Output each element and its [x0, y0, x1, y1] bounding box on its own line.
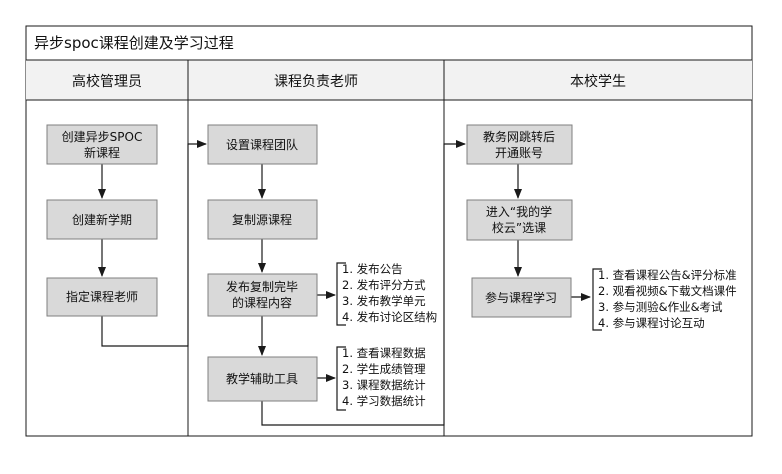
box-publish-content: 发布复制完毕 的课程内容 — [207, 273, 318, 317]
box-enter-cloud-line1: 进入“我的学 — [486, 204, 552, 219]
box-setup-team: 设置课程团队 — [207, 124, 318, 165]
box-copy-source: 复制源课程 — [207, 199, 318, 240]
bracket-student — [592, 268, 602, 331]
note-publish-4: 4. 发布讨论区结构 — [342, 310, 437, 324]
lane-header-bg — [26, 60, 752, 100]
box-assign-teacher-label: 指定课程老师 — [66, 289, 138, 304]
note-tools-3: 3. 课程数据统计 — [342, 378, 426, 392]
box-open-account-line2: 开通账号 — [495, 146, 543, 160]
box-open-account-line1: 教务网跳转后 — [483, 129, 555, 144]
box-publish-content-line1: 发布复制完毕 — [226, 279, 298, 294]
diagram-title: 异步spoc课程创建及学习过程 — [34, 34, 234, 52]
bracket-publish — [336, 262, 346, 326]
lane-header-student: 本校学生 — [570, 73, 626, 90]
note-student-1: 1. 查看课程公告&评分标准 — [598, 268, 737, 282]
box-teaching-tools: 教学辅助工具 — [207, 356, 318, 402]
box-setup-team-label: 设置课程团队 — [226, 137, 298, 152]
note-tools-2: 2. 学生成绩管理 — [342, 362, 426, 376]
arrow-tools-to-account — [261, 140, 466, 426]
box-assign-teacher: 指定课程老师 — [46, 277, 158, 317]
box-join-learning: 参与课程学习 — [471, 277, 572, 318]
bracket-tools — [336, 346, 346, 411]
notes-student: 1. 查看课程公告&评分标准 2. 观看视频&下载文档课件 3. 参与测验&作业… — [598, 268, 737, 330]
box-enter-cloud-line2: 校云”选课 — [492, 220, 546, 235]
note-tools-4: 4. 学习数据统计 — [342, 394, 426, 408]
box-open-account: 教务网跳转后 开通账号 — [466, 124, 573, 165]
note-publish-3: 3. 发布教学单元 — [342, 294, 426, 308]
connectors — [98, 140, 591, 426]
lane-header-admin: 高校管理员 — [72, 73, 142, 90]
note-student-3: 3. 参与测验&作业&考试 — [598, 300, 723, 314]
box-join-learning-label: 参与课程学习 — [485, 290, 557, 305]
box-publish-content-line2: 的课程内容 — [232, 295, 292, 310]
arrow-assign-to-team — [101, 140, 207, 347]
box-create-course-line1: 创建异步SPOC — [62, 130, 143, 144]
note-student-4: 4. 参与课程讨论互动 — [598, 316, 705, 330]
notes-tools: 1. 查看课程数据 2. 学生成绩管理 3. 课程数据统计 4. 学习数据统计 — [342, 346, 426, 408]
note-student-2: 2. 观看视频&下载文档课件 — [598, 284, 737, 298]
box-teaching-tools-label: 教学辅助工具 — [226, 371, 298, 386]
note-publish-1: 1. 发布公告 — [342, 262, 403, 276]
box-create-course: 创建异步SPOC 新课程 — [46, 124, 158, 165]
box-copy-source-label: 复制源课程 — [232, 212, 292, 227]
note-publish-2: 2. 发布评分方式 — [342, 278, 426, 292]
box-create-course-line2: 新课程 — [84, 145, 120, 160]
box-new-term: 创建新学期 — [46, 199, 158, 240]
note-tools-1: 1. 查看课程数据 — [342, 346, 426, 360]
box-enter-cloud: 进入“我的学 校云”选课 — [466, 199, 573, 241]
note-brackets — [336, 262, 602, 411]
notes-publish: 1. 发布公告 2. 发布评分方式 3. 发布教学单元 4. 发布讨论区结构 — [342, 262, 437, 324]
box-new-term-label: 创建新学期 — [72, 212, 132, 227]
lane-header-teacher: 课程负责老师 — [274, 74, 358, 90]
